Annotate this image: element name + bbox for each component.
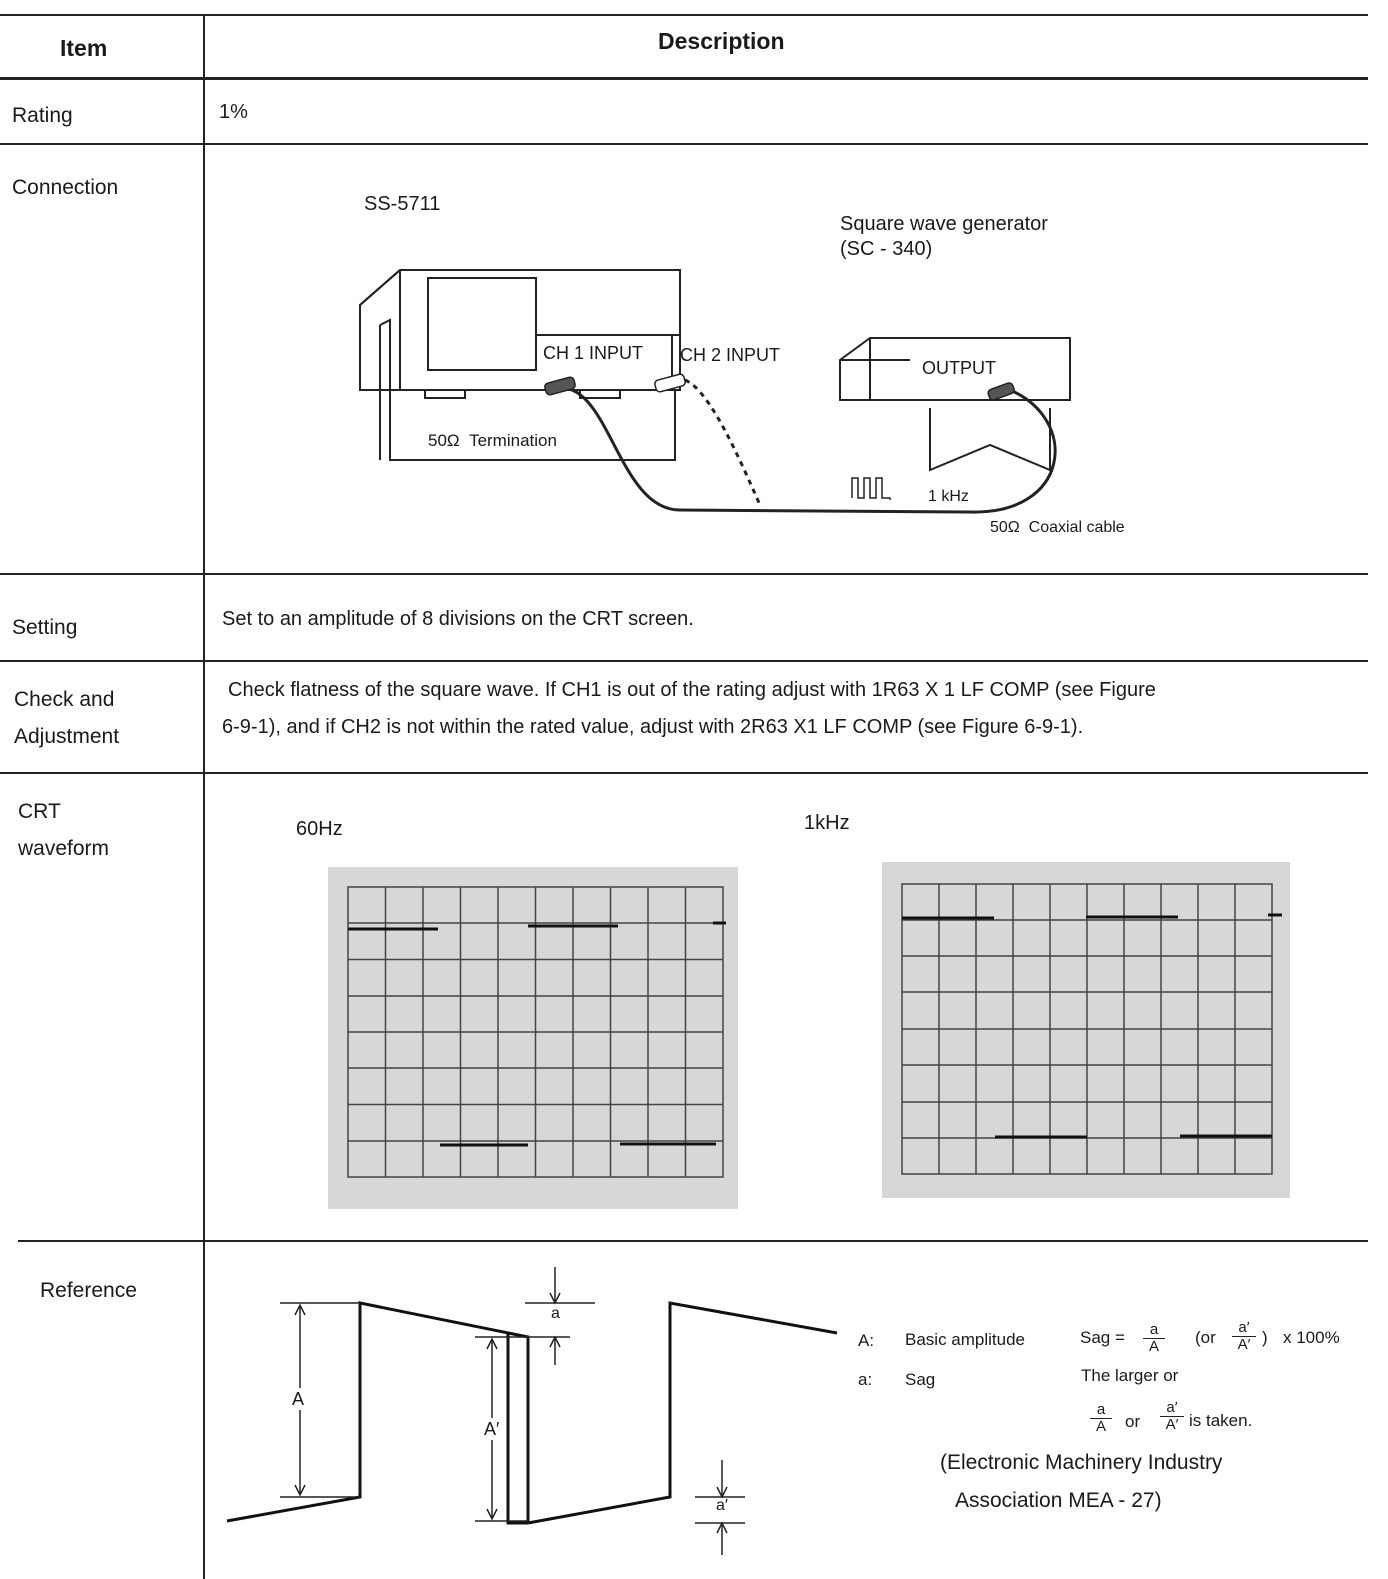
mark-a-prime: a′	[716, 1496, 728, 1516]
source-line1: (Electronic Machinery Industry	[940, 1444, 1222, 1481]
rating-value: 1%	[219, 94, 248, 131]
check-text-line2: 6-9-1), and if CH2 is not within the rat…	[222, 709, 1083, 746]
check-text-line1: Check flatness of the square wave. If CH…	[228, 672, 1156, 709]
mark-A-prime: A′	[484, 1418, 499, 1440]
def-a-key: a:	[858, 1361, 872, 1398]
setting-label: Setting	[12, 609, 77, 646]
frequency-label: 1 kHz	[928, 478, 969, 515]
row-rule-check	[0, 772, 1368, 774]
row-rule-setting	[0, 660, 1368, 662]
fraction-aprime-over-Aprime-2: a′ A′	[1160, 1400, 1184, 1433]
termination-label: 50Ω Termination	[428, 422, 557, 459]
mark-A: A	[292, 1388, 304, 1410]
sag-waveform-diagram	[225, 1255, 840, 1575]
times-100-percent: x 100%	[1283, 1319, 1340, 1356]
header-item: Item	[60, 35, 107, 62]
or-word: or	[1125, 1403, 1140, 1440]
header-rule	[0, 77, 1368, 80]
reference-label: Reference	[40, 1272, 137, 1309]
rating-label: Rating	[12, 97, 73, 134]
or-close: )	[1262, 1319, 1268, 1356]
setting-value: Set to an amplitude of 8 divisions on th…	[222, 601, 694, 638]
check-label-line1: Check and	[14, 681, 114, 718]
output-label: OUTPUT	[922, 350, 996, 387]
fraction-denominator: A	[1090, 1419, 1112, 1435]
header-description: Description	[658, 28, 785, 55]
fraction-a-over-A: a A	[1143, 1322, 1165, 1355]
ch2-input-label: CH 2 INPUT	[680, 337, 780, 374]
fraction-numerator: a	[1090, 1402, 1112, 1419]
fraction-denominator: A′	[1232, 1337, 1256, 1353]
fraction-numerator: a′	[1232, 1320, 1256, 1337]
scope-model-label: SS-5711	[364, 186, 440, 223]
or-open: (or	[1195, 1319, 1216, 1356]
def-A-key: A:	[858, 1322, 874, 1359]
ch1-input-label: CH 1 INPUT	[543, 335, 643, 372]
crt-screen-1khz	[882, 862, 1290, 1198]
fraction-denominator: A′	[1160, 1417, 1184, 1433]
coaxial-cable	[563, 388, 1055, 512]
fraction-a-over-A-2: a A	[1090, 1402, 1112, 1435]
fraction-denominator: A	[1143, 1339, 1165, 1355]
fraction-numerator: a	[1143, 1322, 1165, 1339]
crt-screen-60hz	[328, 867, 738, 1209]
sag-formula-prefix: Sag =	[1080, 1319, 1125, 1356]
crt-label-line1: CRT	[18, 793, 61, 830]
cable-label: 50Ω Coaxial cable	[990, 509, 1125, 546]
fraction-numerator: a′	[1160, 1400, 1184, 1417]
crt-label-line2: waveform	[18, 830, 109, 867]
connection-label: Connection	[12, 169, 118, 206]
connection-diagram	[350, 260, 1130, 550]
square-wave-icon	[852, 478, 890, 500]
taken-note: is taken.	[1189, 1402, 1252, 1439]
row-rule-rating	[0, 143, 1368, 145]
top-rule	[0, 14, 1368, 16]
row-rule-connection	[0, 573, 1368, 575]
fraction-aprime-over-Aprime: a′ A′	[1232, 1320, 1256, 1353]
crt-right-frequency: 1kHz	[804, 805, 850, 842]
column-divider	[203, 14, 205, 1579]
larger-note: The larger or	[1081, 1357, 1178, 1394]
crt-left-frequency: 60Hz	[296, 811, 343, 848]
mark-a: a	[551, 1304, 560, 1324]
check-label-line2: Adjustment	[14, 718, 119, 755]
row-rule-crt	[18, 1240, 1368, 1242]
source-line2: Association MEA - 27)	[955, 1482, 1162, 1519]
def-a-value: Sag	[905, 1361, 935, 1398]
ch2-dashed-cable	[685, 380, 760, 505]
def-A-value: Basic amplitude	[905, 1321, 1025, 1358]
